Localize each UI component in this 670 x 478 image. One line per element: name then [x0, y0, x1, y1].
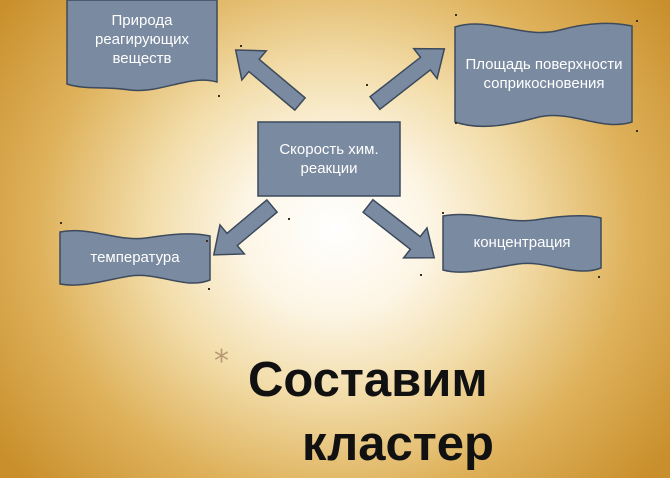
node-concentration-label: концентрация [473, 233, 571, 251]
handle-dot [206, 240, 208, 242]
heading-line-2: кластер [302, 417, 494, 471]
banner-surface-shape [454, 22, 633, 128]
handle-dot [218, 95, 220, 97]
node-surface-label: Площадь поверхности соприкосновения [465, 56, 623, 92]
arrow-to-nature [234, 49, 307, 112]
handle-dot [208, 288, 210, 290]
heading-line-1: Составим [248, 353, 488, 407]
node-temperature-label: температура [90, 248, 180, 266]
center-box-shape [257, 121, 401, 197]
handle-dot [442, 212, 444, 214]
handle-dot [636, 20, 638, 22]
handle-dot [636, 130, 638, 132]
arrow-to-temperature [212, 198, 279, 256]
arrow-to-concentration [362, 198, 436, 259]
bullet-icon: * [214, 344, 229, 379]
handle-dot [598, 276, 600, 278]
handle-dot [420, 274, 422, 276]
handle-dot [240, 45, 242, 47]
banner-concentration-shape [442, 213, 602, 273]
handle-dot [455, 122, 457, 124]
center-node-label: Скорость хим. реакции [279, 141, 379, 177]
handle-dot [455, 14, 457, 16]
banner-nature-shape [66, 0, 218, 92]
handle-dot [366, 84, 368, 86]
handle-dot [60, 222, 62, 224]
banner-temperature-shape [59, 229, 211, 286]
node-nature-label: Природа реагирующих веществ [94, 11, 190, 67]
arrow-to-surface [369, 47, 446, 111]
handle-dot [288, 218, 290, 220]
